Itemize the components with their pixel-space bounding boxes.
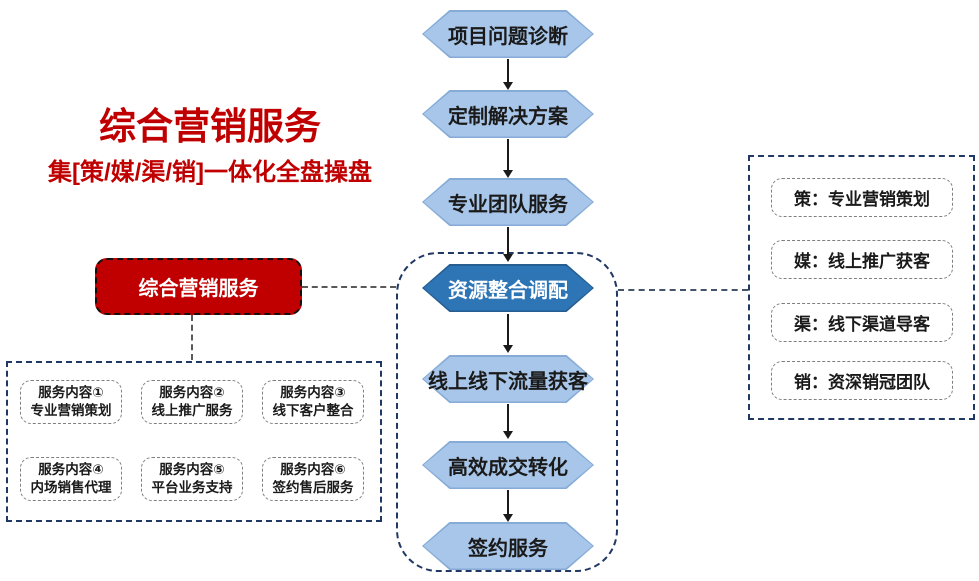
- service-item-number: 服务内容①: [38, 384, 104, 400]
- down-arrow-icon: [503, 139, 513, 178]
- flow-step-deal-conversion: 高效成交转化: [422, 441, 594, 489]
- service-item-desc: 签约售后服务: [272, 480, 354, 495]
- down-arrow-icon: [503, 490, 513, 522]
- service-item-5: 服务内容⑤ 平台业务支持: [141, 457, 243, 501]
- service-item-desc: 线下客户整合: [272, 403, 354, 418]
- hexagon-shape: [422, 522, 594, 570]
- legend-item-sales: 销：资深销冠团队: [771, 361, 953, 400]
- flow-step-label: 定制解决方案: [448, 105, 568, 128]
- flow-step-label: 资源整合调配: [448, 279, 568, 302]
- page-title: 综合营销服务: [99, 106, 321, 147]
- down-arrow-icon: [503, 59, 513, 90]
- flow-step-professional-team: 专业团队服务: [422, 178, 594, 226]
- service-item-1: 服务内容① 专业营销策划: [20, 380, 122, 424]
- connector-redbox-to-flow: [302, 286, 396, 288]
- flow-step-label: 高效成交转化: [448, 456, 568, 479]
- flow-step-label: 签约服务: [468, 537, 548, 560]
- flow-step-custom-solution: 定制解决方案: [422, 90, 594, 138]
- flow-step-traffic-acquisition: 线上线下流量获客: [422, 355, 594, 403]
- down-arrow-icon: [503, 404, 513, 439]
- flow-step-contract-service: 签约服务: [422, 522, 594, 570]
- hexagon-shape: [422, 264, 594, 312]
- legend-item-channel: 渠：线下渠道导客: [771, 303, 953, 342]
- page-subtitle: 集[策/媒/渠/销]一体化全盘操盘: [48, 159, 372, 186]
- hexagon-shape: [422, 90, 594, 138]
- service-item-number: 服务内容③: [280, 384, 346, 400]
- flow-step-label: 项目问题诊断: [448, 25, 568, 48]
- hexagon-shape: [422, 10, 594, 58]
- service-item-desc: 平台业务支持: [151, 480, 233, 495]
- service-item-desc: 内场销售代理: [30, 480, 112, 495]
- service-item-number: 服务内容⑤: [159, 461, 225, 477]
- service-item-desc: 专业营销策划: [30, 403, 112, 418]
- service-item-3: 服务内容③ 线下客户整合: [262, 380, 364, 424]
- service-item-number: 服务内容④: [38, 461, 104, 477]
- flow-step-label: 专业团队服务: [448, 193, 568, 216]
- legend-item-strategy: 策：专业营销策划: [771, 178, 953, 217]
- down-arrow-icon: [503, 227, 513, 262]
- connector-redbox-to-services: [191, 315, 193, 360]
- services-panel: 服务内容① 专业营销策划 服务内容② 线上推广服务 服务内容③ 线下客户整合 服…: [6, 361, 382, 522]
- service-item-2: 服务内容② 线上推广服务: [141, 380, 243, 424]
- legend-item-media: 媒：线上推广获客: [771, 240, 953, 279]
- service-item-number: 服务内容⑥: [280, 461, 346, 477]
- hexagon-shape: [422, 355, 594, 403]
- hexagon-shape: [422, 178, 594, 226]
- service-item-desc: 线上推广服务: [151, 403, 233, 418]
- marketing-service-box: 综合营销服务: [95, 258, 302, 315]
- flow-step-label: 线上线下流量获客: [428, 370, 588, 393]
- legend-panel: 策：专业营销策划 媒：线上推广获客 渠：线下渠道导客 销：资深销冠团队: [748, 155, 975, 420]
- flow-step-project-diagnosis: 项目问题诊断: [422, 10, 594, 58]
- down-arrow-icon: [503, 314, 513, 353]
- service-item-number: 服务内容②: [159, 384, 225, 400]
- connector-flow-to-legend: [618, 289, 748, 291]
- service-item-4: 服务内容④ 内场销售代理: [20, 457, 122, 501]
- service-item-6: 服务内容⑥ 签约售后服务: [262, 457, 364, 501]
- hexagon-shape: [422, 441, 594, 489]
- flow-step-resource-allocation: 资源整合调配: [422, 264, 594, 312]
